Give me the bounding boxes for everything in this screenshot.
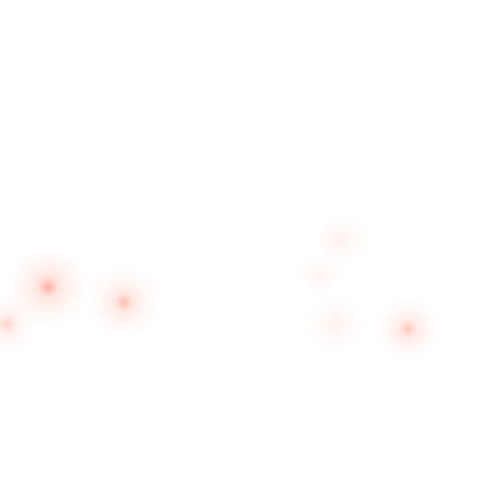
glow-spot [315,214,367,266]
glow-spot [308,296,364,352]
glow-spot [298,252,342,296]
glow-spot [8,247,88,327]
glow-spot [375,296,441,362]
glow-spot [88,266,160,338]
glow-spot [0,292,34,356]
